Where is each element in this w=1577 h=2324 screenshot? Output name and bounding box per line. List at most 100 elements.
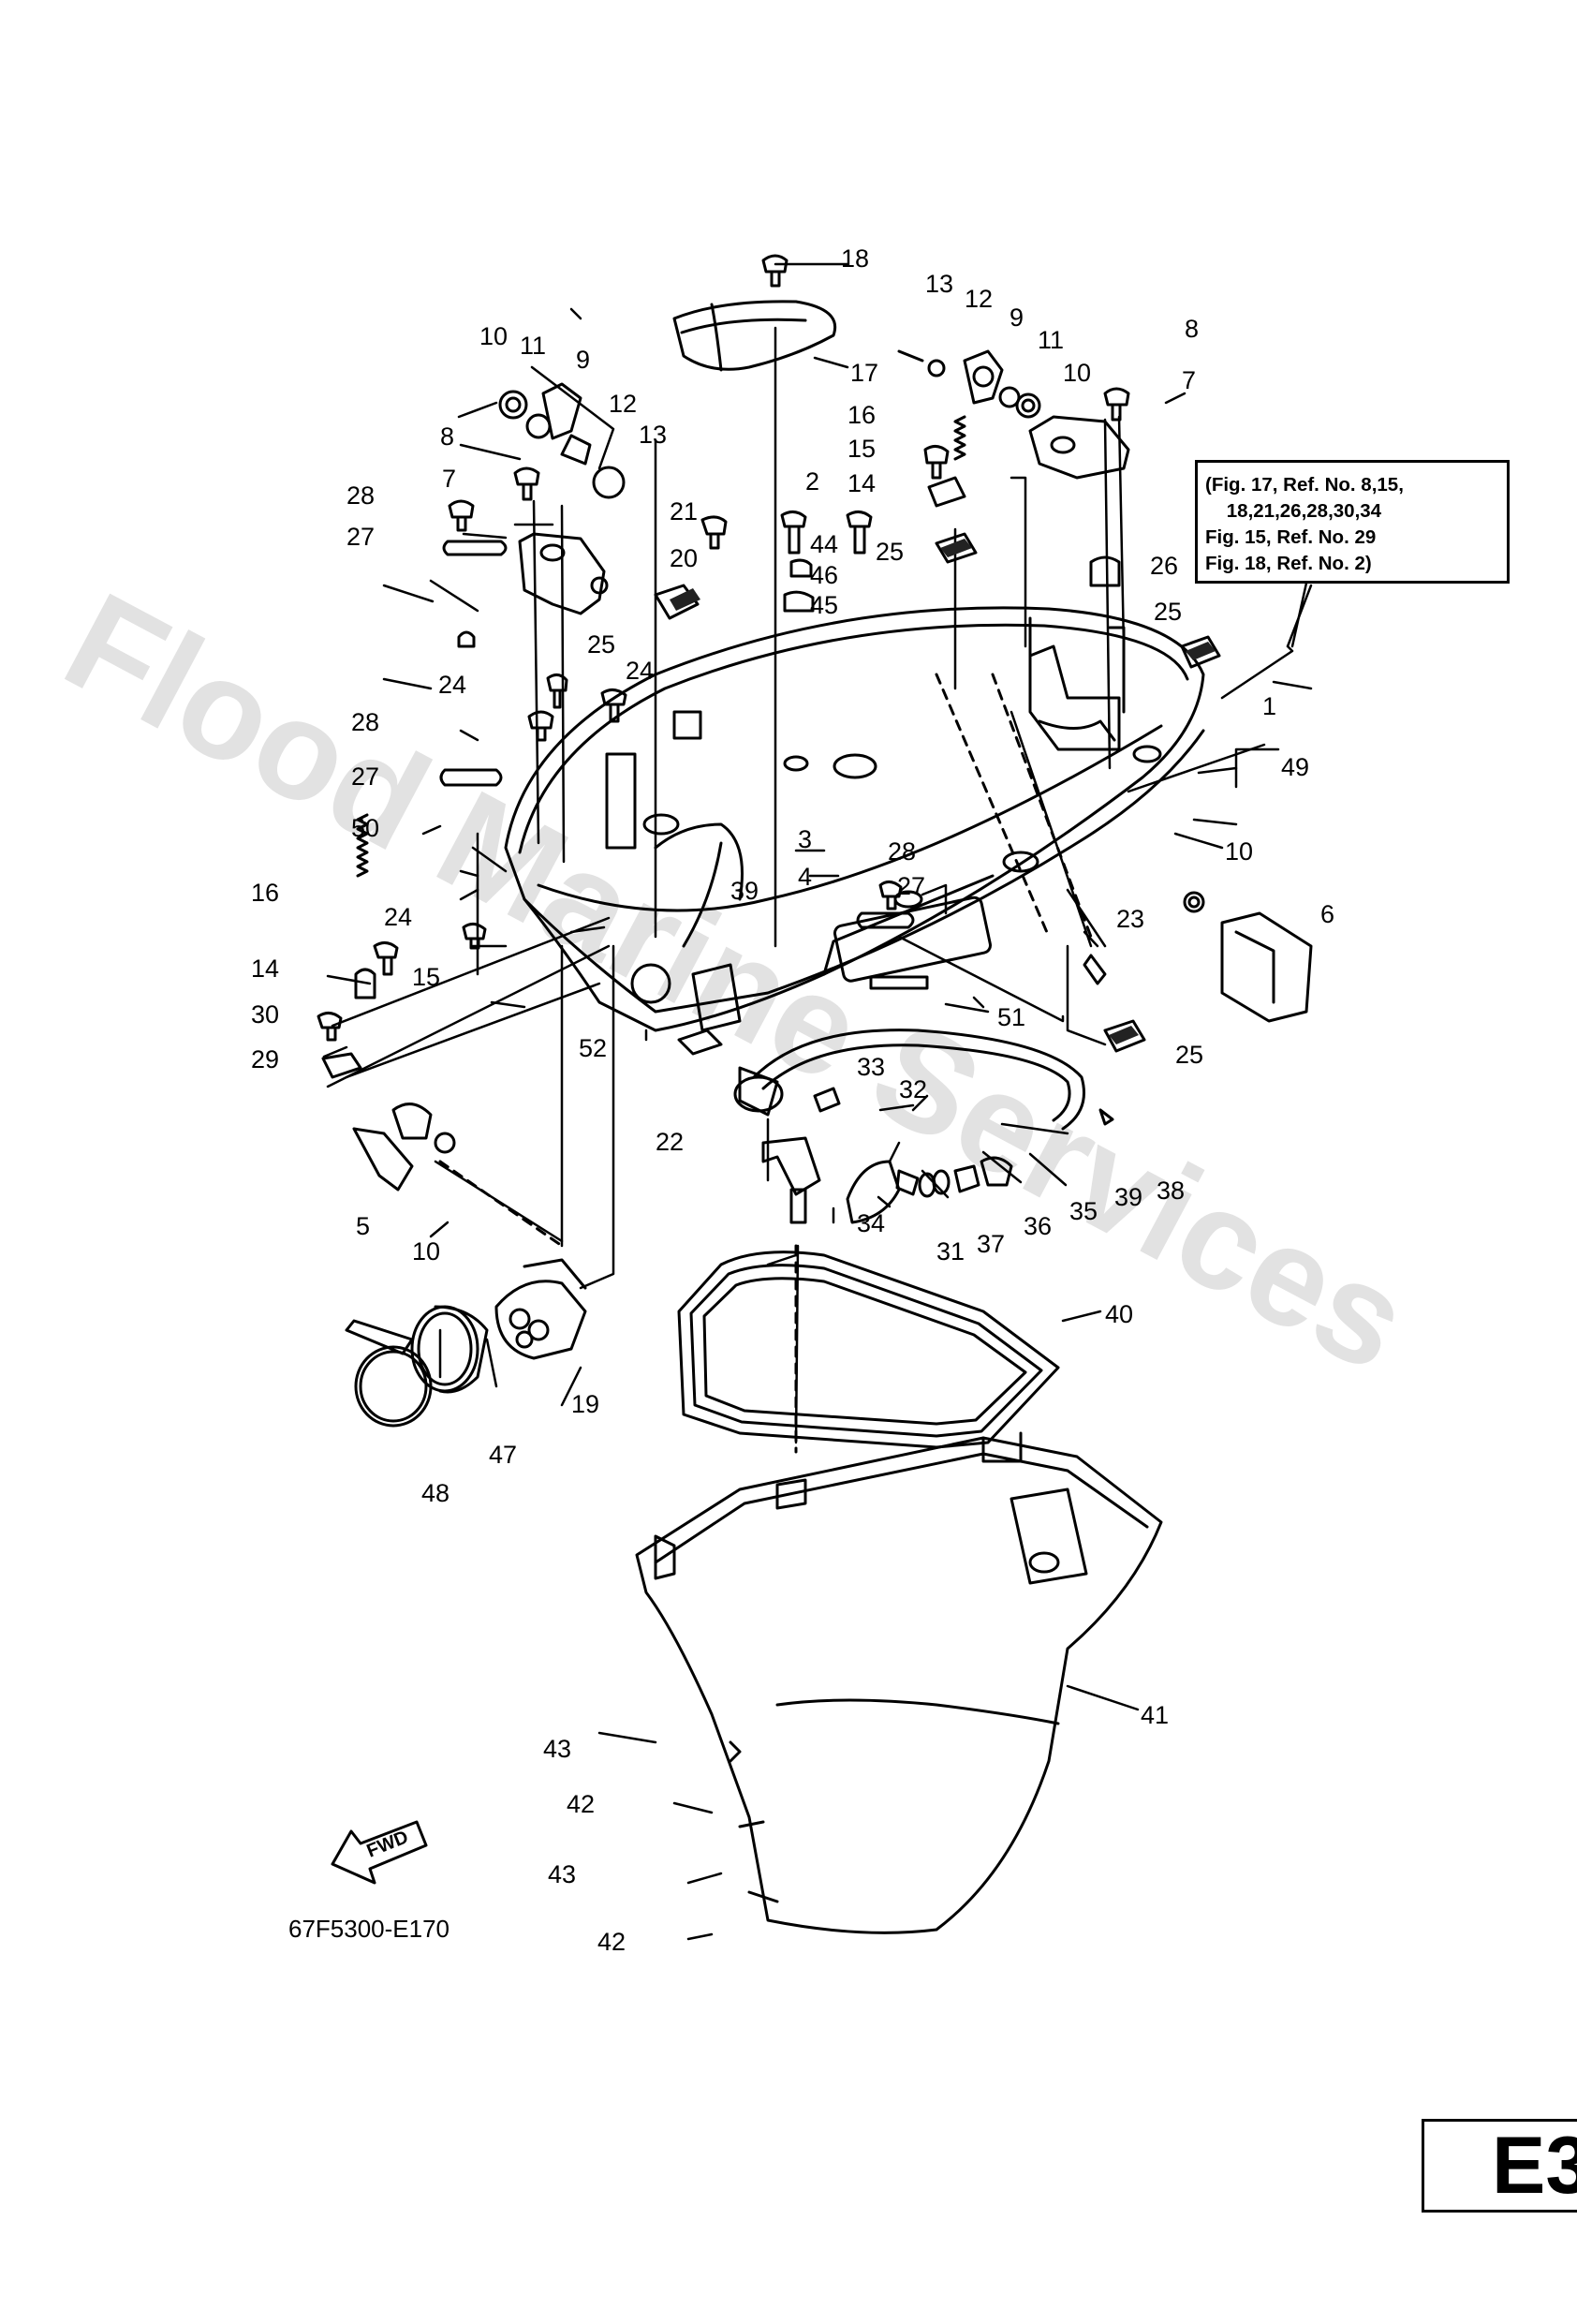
- callout-11b: 11: [1038, 326, 1064, 354]
- bracket-part-6: [1183, 891, 1313, 1023]
- callout-10b: 10: [1063, 359, 1091, 387]
- gasket-part-40: [677, 1251, 1060, 1449]
- callout-47: 47: [489, 1441, 517, 1469]
- note-line-2: 18,21,26,28,30,34: [1205, 500, 1382, 522]
- callout-27b: 27: [351, 762, 379, 791]
- connector-part-19: [494, 1258, 587, 1360]
- callout-49: 49: [1281, 753, 1309, 781]
- callout-26: 26: [1150, 552, 1178, 580]
- note-line-1: (Fig. 17, Ref. No. 8,15,: [1205, 474, 1404, 496]
- callout-7a: 7: [1182, 366, 1196, 394]
- note-line-4: Fig. 18, Ref. No. 2): [1205, 553, 1372, 574]
- callout-12b: 12: [965, 285, 993, 313]
- callout-22: 22: [656, 1128, 684, 1156]
- springs: [356, 415, 966, 878]
- callout-11a: 11: [520, 332, 546, 360]
- callout-20: 20: [670, 544, 698, 572]
- callout-1: 1: [1262, 692, 1276, 720]
- callout-10c: 10: [1225, 837, 1253, 866]
- callout-50: 50: [351, 814, 379, 842]
- callout-21: 21: [670, 497, 698, 525]
- callout-13a: 13: [639, 421, 667, 449]
- leader-lines: [322, 262, 1313, 1941]
- callout-42b: 42: [597, 1928, 626, 1956]
- callout-41: 41: [1141, 1701, 1169, 1729]
- callout-15a: 15: [847, 435, 876, 463]
- callout-29: 29: [251, 1045, 279, 1073]
- callout-3: 3: [798, 825, 812, 853]
- fwd-arrow: [331, 1820, 428, 1885]
- callout-51: 51: [997, 1003, 1025, 1031]
- callout-28c: 28: [888, 837, 916, 866]
- callout-44: 44: [810, 530, 838, 558]
- callout-6: 6: [1320, 900, 1334, 928]
- bottom-cowling-deck: [504, 606, 1205, 1032]
- bracket-left: [498, 382, 626, 615]
- callout-32: 32: [899, 1075, 927, 1103]
- callout-33: 33: [857, 1053, 885, 1081]
- callout-17: 17: [850, 359, 878, 387]
- callout-4: 4: [798, 863, 812, 891]
- drain-fittings: [761, 1136, 1013, 1224]
- callout-27a: 27: [346, 523, 375, 551]
- callout-38: 38: [1157, 1177, 1185, 1205]
- callout-numbers: 1 2 3 4 5 6 7 7 8 8 9 9 10 10 10 10 11 1…: [251, 244, 1334, 1956]
- hose-part-38: [733, 1029, 1085, 1131]
- callout-2: 2: [805, 467, 819, 496]
- callout-48: 48: [421, 1479, 450, 1507]
- callout-12a: 12: [609, 390, 637, 418]
- callout-23: 23: [1116, 905, 1144, 933]
- callout-43a: 43: [543, 1735, 571, 1763]
- callout-39a: 39: [730, 877, 759, 905]
- callout-9b: 9: [576, 346, 590, 374]
- callout-30: 30: [251, 1000, 279, 1029]
- callout-8b: 8: [440, 422, 454, 451]
- callout-18: 18: [841, 244, 869, 273]
- callout-42a: 42: [567, 1790, 595, 1818]
- bracket-right: [897, 349, 1130, 480]
- figure-code: 67F5300-E170: [288, 1915, 450, 1943]
- callout-24b: 24: [626, 657, 654, 685]
- callout-8a: 8: [1185, 315, 1199, 343]
- callout-28b: 28: [351, 708, 379, 736]
- clips: [321, 476, 1221, 1079]
- callout-9a: 9: [1010, 303, 1024, 332]
- callout-45: 45: [810, 591, 838, 619]
- callout-14a: 14: [847, 469, 876, 497]
- callout-25d: 25: [1175, 1041, 1203, 1069]
- callout-7b: 7: [442, 465, 456, 493]
- callout-43b: 43: [548, 1860, 576, 1888]
- lower-cowling-part-41: [635, 1431, 1163, 1934]
- callout-46: 46: [810, 561, 838, 589]
- callout-25a: 25: [587, 630, 615, 659]
- callout-27c: 27: [897, 872, 925, 900]
- callout-35: 35: [1069, 1197, 1098, 1225]
- callout-28a: 28: [346, 481, 375, 510]
- shaded-parts: [670, 539, 1216, 1044]
- lever-part-5: [352, 1103, 456, 1192]
- callout-13b: 13: [925, 270, 953, 298]
- callout-10d: 10: [412, 1237, 440, 1266]
- callout-39b: 39: [1114, 1183, 1142, 1211]
- callout-37: 37: [977, 1230, 1005, 1258]
- callout-16a: 16: [847, 401, 876, 429]
- clamp-part-48: [345, 1319, 433, 1428]
- callout-25b: 25: [876, 538, 904, 566]
- ring-part-47: [410, 1305, 489, 1394]
- callout-5: 5: [356, 1212, 370, 1240]
- page-tag: E3: [1422, 2119, 1577, 2213]
- top-cover-part-17: [672, 300, 836, 372]
- callout-52: 52: [579, 1034, 607, 1062]
- callout-24c: 24: [384, 903, 412, 931]
- note-line-3: Fig. 15, Ref. No. 29: [1205, 526, 1377, 548]
- callout-16b: 16: [251, 879, 279, 907]
- callout-40: 40: [1105, 1300, 1133, 1328]
- callout-19: 19: [571, 1390, 599, 1418]
- callout-24a: 24: [438, 671, 466, 699]
- callout-31: 31: [936, 1237, 965, 1266]
- fasteners: [317, 254, 1130, 1224]
- callout-10a: 10: [479, 322, 508, 350]
- callout-36: 36: [1024, 1212, 1052, 1240]
- callout-15b: 15: [412, 963, 440, 991]
